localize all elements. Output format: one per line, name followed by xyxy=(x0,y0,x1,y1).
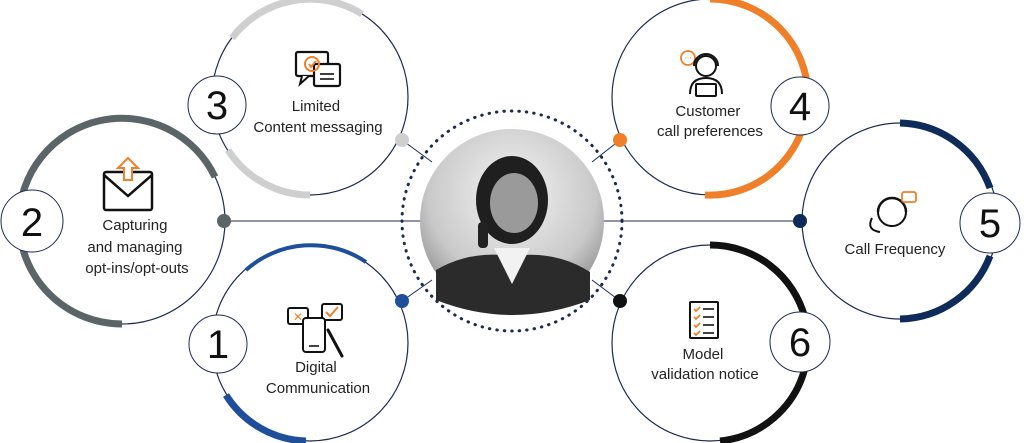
item-5-label: Call Frequency xyxy=(845,241,946,258)
item-5: 5 Call Frequency xyxy=(793,119,1021,323)
item-2-label-line-1: Capturing xyxy=(102,217,167,234)
item-4-label-line-2: call preferences xyxy=(657,123,763,140)
item-2-label: Capturing and managing opt-ins/opt-outs xyxy=(85,217,188,277)
item-3-label-line-2: Content messaging xyxy=(253,119,382,136)
item-3-label-line-1: Limited xyxy=(292,98,340,115)
envelope-upload-icon xyxy=(102,156,154,212)
item-4: 4 ··· Customer call preferences xyxy=(611,0,830,199)
item-4-label: Customer call preferences xyxy=(657,103,763,140)
item-5-number: 5 xyxy=(979,202,1001,246)
item-2-label-line-2: and managing xyxy=(87,239,182,256)
item-1: 1 ✕ Digital Communication xyxy=(188,243,409,443)
item-6-number: 6 xyxy=(789,321,811,365)
item-1-number: 1 xyxy=(207,323,229,367)
item-2-label-line-3: opt-ins/opt-outs xyxy=(85,260,188,277)
item-4-number: 4 xyxy=(789,85,811,129)
item-2: 2 Capturing and managing opt-ins/opt-out… xyxy=(0,114,231,328)
item-2-number: 2 xyxy=(21,201,43,245)
checklist-icon xyxy=(689,301,719,339)
item-3-number: 3 xyxy=(206,84,228,128)
item-4-label-line-1: Customer xyxy=(675,103,740,120)
center-photo xyxy=(400,109,624,333)
item-3-label: Limited Content messaging xyxy=(253,98,382,136)
item-6: 6 Model validation notice xyxy=(611,241,831,443)
item-1-label-line-1: Digital xyxy=(295,359,337,376)
item-1-label-line-2: Communication xyxy=(266,380,370,397)
digital-devices-icon: ✕ xyxy=(287,303,344,358)
item-6-label: Model validation notice xyxy=(651,346,759,383)
phone-headset-icon xyxy=(869,191,917,233)
item-6-label-line-1: Model xyxy=(682,346,723,363)
call-agent-icon: ··· xyxy=(680,50,723,97)
item-1-label: Digital Communication xyxy=(266,359,370,397)
item-3: 3 Limited Content messaging xyxy=(187,0,409,199)
item-6-label-line-2: validation notice xyxy=(651,366,759,383)
svg-text:···: ··· xyxy=(684,54,692,63)
svg-text:✕: ✕ xyxy=(293,310,303,324)
chat-bubbles-icon xyxy=(294,50,342,88)
